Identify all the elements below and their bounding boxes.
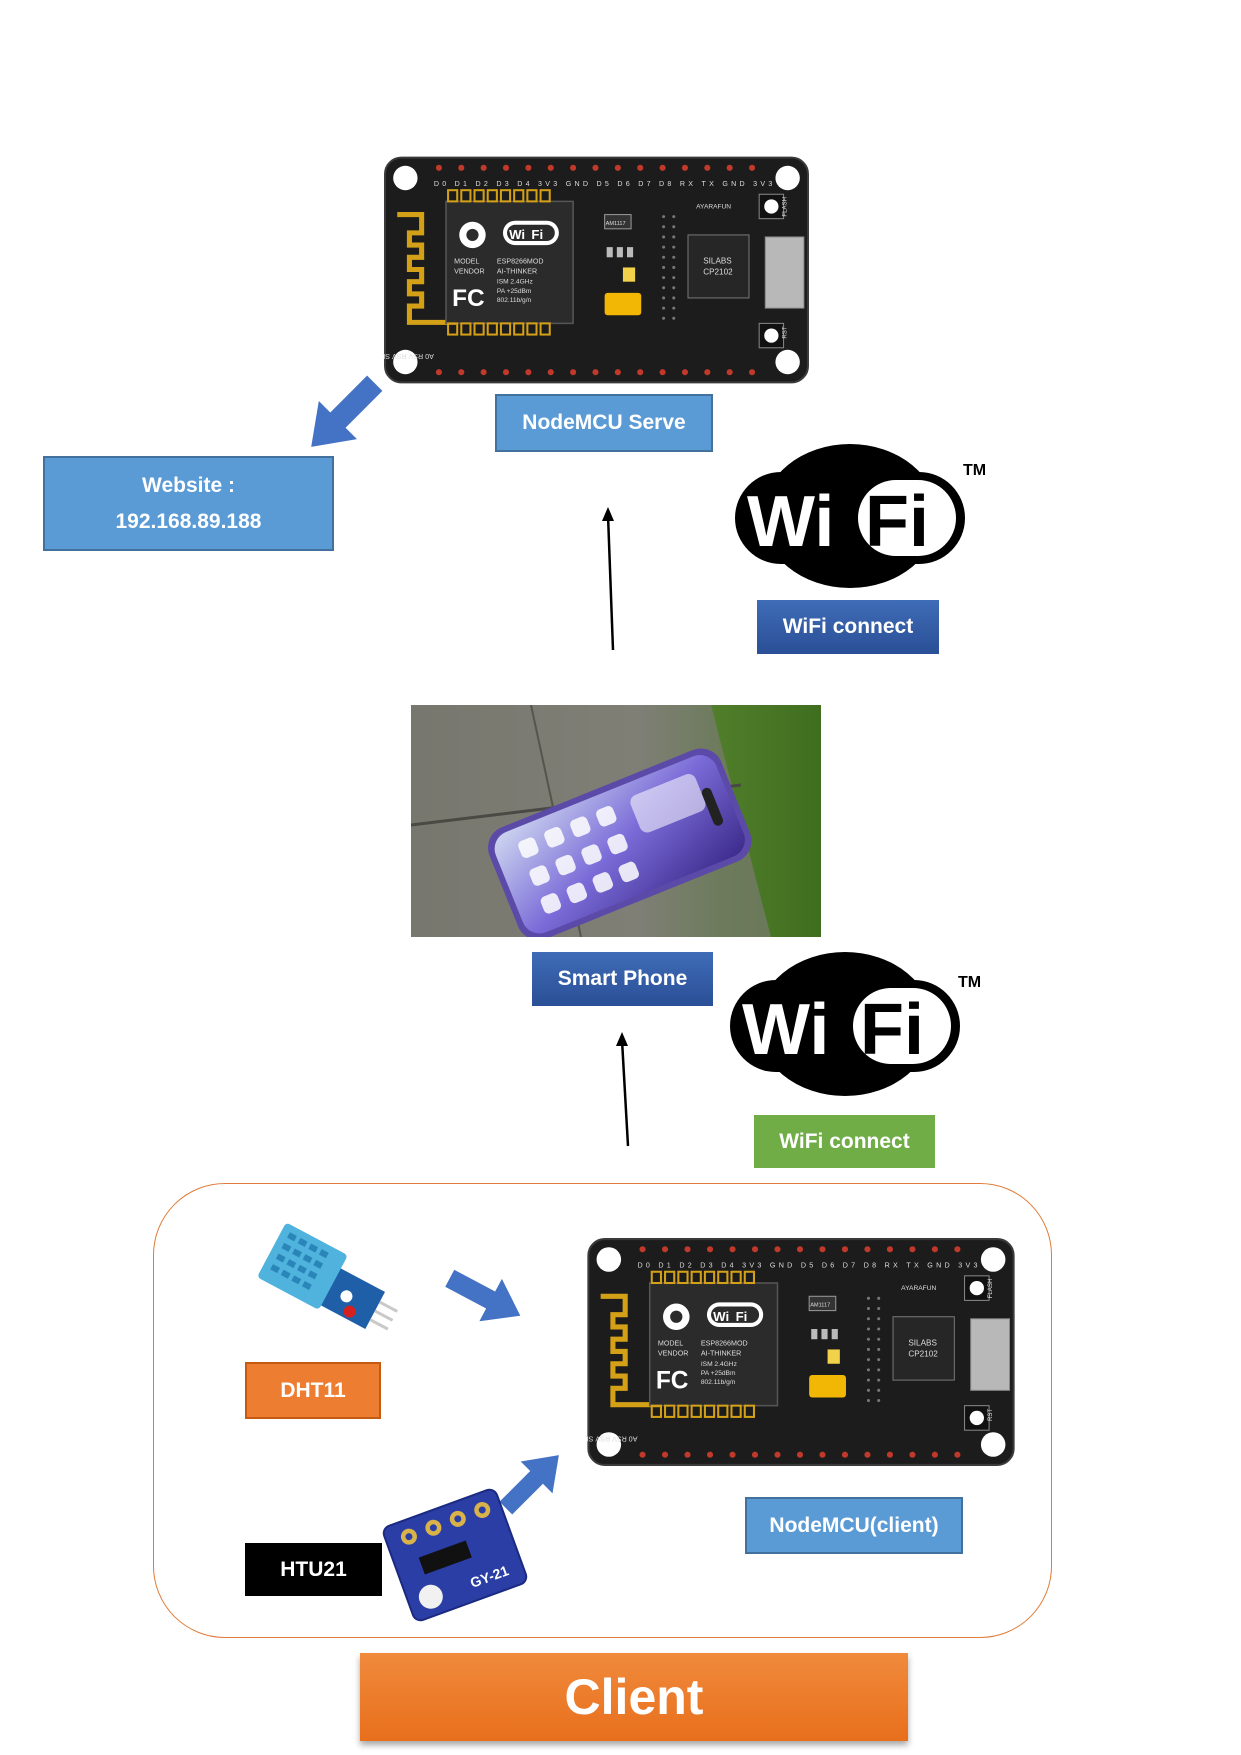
board-top-pin-labels: D0 D1 D2 D3 D4 3V3 GND D5 D6 D7 D8 RX TX… [637,1262,980,1270]
smartphone-label: Smart Phone [532,952,713,1006]
website-label: Website : 192.168.89.188 [43,456,334,551]
server-label: NodeMCU Serve [495,394,713,452]
svg-text:Wi: Wi [742,990,829,1070]
htu21-sensor-image: GY-21 [370,1480,540,1630]
svg-text:Fi: Fi [531,227,543,242]
svg-text:MODEL: MODEL [658,1339,683,1347]
wifi-logo-top-icon: Wi Fi TM [735,430,990,590]
svg-text:FC: FC [452,285,485,312]
board-bottom-pin-labels: A0 RSV RSV SD3 SD2 SD1 CMD SD0 CLK GND 3… [586,1434,637,1442]
board-bottom-pin-labels: A0 RSV RSV SD3 SD2 SD1 CMD SD0 CLK GND 3… [383,352,434,360]
svg-text:TM: TM [958,974,981,991]
wifi-connect-top-label: WiFi connect [757,600,939,654]
svg-text:ISM 2.4GHz: ISM 2.4GHz [497,279,533,286]
svg-text:FLASH: FLASH [987,1279,994,1299]
dht11-label: DHT11 [245,1362,381,1419]
smartphone-photo [410,704,821,941]
svg-text:PA +25dBm: PA +25dBm [701,1370,736,1377]
svg-text:Fi: Fi [865,482,929,562]
svg-text:AM1117: AM1117 [606,221,626,227]
htu21-label: HTU21 [245,1543,382,1596]
svg-text:AI-THINKER: AI-THINKER [701,1350,741,1358]
nodemcu-server-board: D0 D1 D2 D3 D4 3V3 GND D5 D6 D7 D8 RX TX… [203,155,810,385]
svg-text:ISM 2.4GHz: ISM 2.4GHz [701,1361,737,1368]
svg-text:AM1117: AM1117 [810,1303,830,1309]
arrow-dht11-to-client-icon [438,1257,532,1337]
website-address: 192.168.89.188 [115,509,262,533]
svg-text:Fi: Fi [736,1309,748,1324]
client-banner: Client [360,1653,908,1741]
dht11-sensor-image [245,1212,405,1342]
svg-text:802.11b/g/n: 802.11b/g/n [701,1379,736,1386]
website-title: Website : [142,473,235,497]
svg-text:CP2102: CP2102 [908,1350,938,1359]
svg-text:AYARAFUN: AYARAFUN [696,203,731,210]
svg-text:Fi: Fi [860,990,924,1070]
svg-text:TM: TM [963,462,986,479]
svg-text:VENDOR: VENDOR [658,1350,689,1358]
wifi-logo-bottom-icon: Wi Fi TM [730,942,985,1102]
svg-text:RST: RST [987,1408,994,1421]
svg-text:PA +25dBm: PA +25dBm [497,288,532,295]
svg-text:Wi: Wi [713,1309,729,1324]
svg-text:AYARAFUN: AYARAFUN [901,1285,936,1292]
svg-text:ESP8266MOD: ESP8266MOD [497,257,544,265]
svg-text:802.11b/g/n: 802.11b/g/n [497,297,532,304]
client-node-label: NodeMCU(client) [745,1497,963,1554]
svg-text:FC: FC [656,1367,689,1394]
svg-text:CP2102: CP2102 [703,268,733,277]
svg-text:ESP8266MOD: ESP8266MOD [701,1339,748,1347]
svg-text:RST: RST [782,326,789,338]
svg-text:SILABS: SILABS [703,256,732,265]
arrow-client-to-phone-icon [608,1030,638,1150]
board-top-pin-labels: D0 D1 D2 D3 D4 3V3 GND D5 D6 D7 D8 RX TX… [434,180,776,188]
svg-text:SILABS: SILABS [908,1338,937,1347]
arrow-phone-to-server-icon [595,505,625,655]
svg-text:AI-THINKER: AI-THINKER [497,268,537,276]
svg-text:Wi: Wi [747,482,834,562]
arrow-to-website-icon [292,364,394,466]
nodemcu-client-board: D0 D1 D2 D3 D4 3V3 GND D5 D6 D7 D8 RX TX… [405,1237,1016,1467]
svg-text:Wi: Wi [509,227,525,242]
wifi-connect-bottom-label: WiFi connect [754,1115,935,1168]
svg-text:FLASH: FLASH [782,197,789,217]
client-group-frame [153,1183,1052,1638]
svg-text:VENDOR: VENDOR [454,268,484,276]
svg-text:MODEL: MODEL [454,257,479,265]
